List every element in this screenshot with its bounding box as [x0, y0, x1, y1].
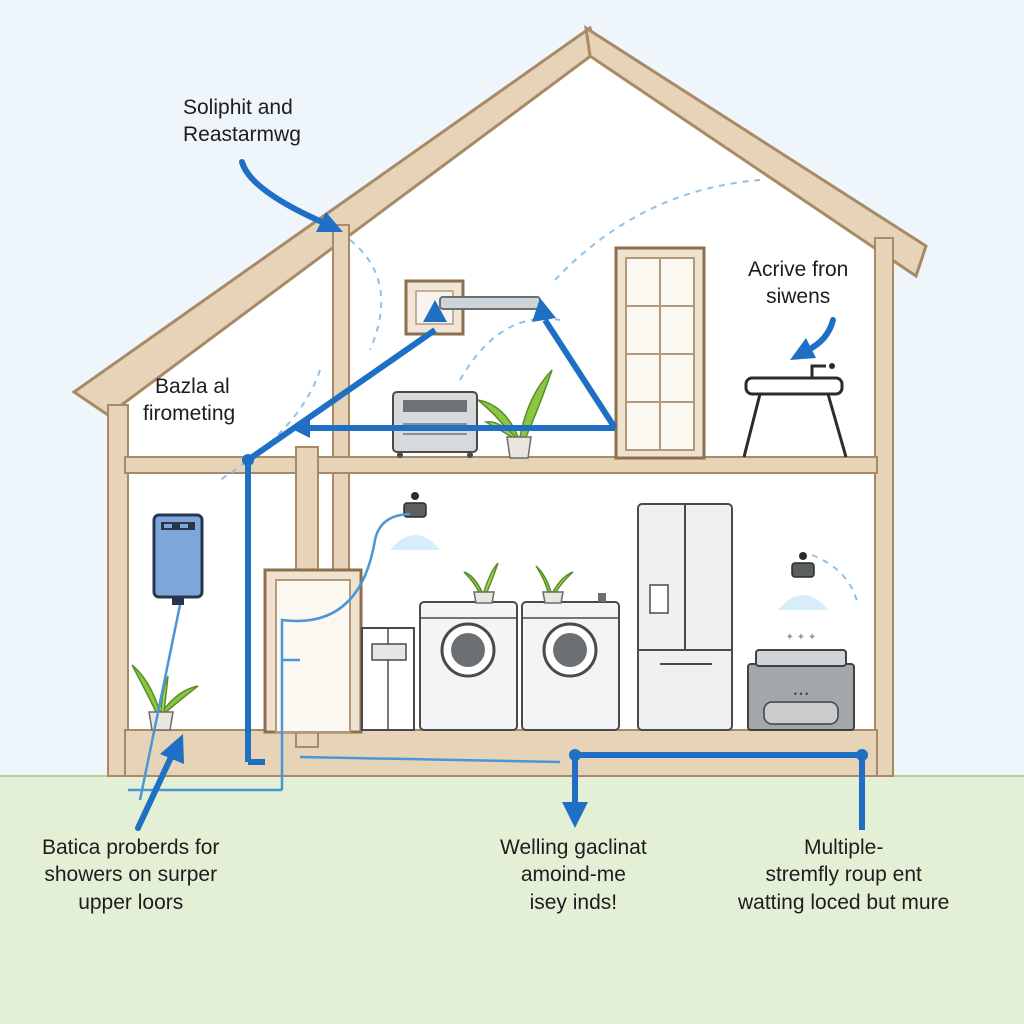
vent-bar	[439, 296, 541, 310]
label-line: siwens	[766, 285, 831, 309]
label-line: Multiple-	[803, 836, 884, 859]
water-pipe-light	[280, 512, 411, 790]
label-line: watting loced but mure	[738, 890, 950, 914]
door-icon	[614, 246, 706, 460]
label-line: isey inds!	[529, 890, 618, 914]
label-line: Welling gaclinat	[500, 836, 647, 859]
callout-arrow	[239, 159, 325, 225]
pipe-arrowhead	[290, 418, 310, 438]
label-line: Batica proberds for	[42, 836, 220, 859]
callout-arrowhead	[316, 212, 343, 232]
label-line: firometing	[143, 402, 236, 426]
callout-arrowhead	[160, 734, 184, 764]
water-pipe-main	[542, 318, 618, 430]
callout-arrow	[805, 317, 836, 353]
airflow-arc	[811, 554, 859, 606]
pipe-arrowhead	[532, 298, 556, 322]
plant-icon	[463, 562, 499, 604]
callout-arrow	[135, 752, 175, 831]
callout-arrowhead	[790, 338, 816, 360]
fridge-icon	[637, 503, 733, 731]
label-line: stremfly roup ent	[765, 863, 922, 887]
hvac-unit-icon	[392, 391, 478, 458]
plant-icon	[535, 565, 574, 604]
sink-icon	[742, 363, 848, 458]
svg-text:✦ ✦ ✦: ✦ ✦ ✦	[786, 632, 817, 643]
pipe-arrowhead	[562, 802, 588, 828]
label-bottom-right: Multiple- stremfly roup ent watting loce…	[738, 834, 949, 916]
supply-line-light	[299, 755, 561, 764]
airflow-arc	[219, 369, 321, 481]
label-top-left: Soliphit and Reastarmwg	[183, 94, 301, 149]
lamp-icon	[390, 492, 440, 550]
water-pipe-light	[138, 604, 182, 801]
label-bottom-left: Batica proberds for showers on surper up…	[42, 834, 219, 916]
label-line: amoind-me	[520, 863, 626, 887]
label-line: Soliphit and	[183, 96, 293, 119]
label-top-right: Acrive fron siwens	[748, 256, 848, 311]
label-bottom-center: Welling gaclinat amoind-me isey inds!	[500, 834, 647, 916]
door-icon	[263, 568, 363, 734]
pipe-joint	[242, 454, 254, 466]
cabinet-icon	[361, 627, 415, 731]
washing-machine-icon	[521, 593, 620, 731]
left-wall-post	[107, 404, 129, 777]
right-wall-post	[874, 237, 894, 777]
label-line: Acrive fron	[748, 258, 849, 281]
ground	[0, 776, 1024, 1024]
airflow-arc	[349, 239, 383, 351]
upper-floor-beam	[124, 456, 878, 474]
label-mid-left: Bazla al firometing	[143, 373, 235, 428]
stove-icon: • • • ✦ ✦ ✦	[747, 632, 855, 731]
roof-right	[584, 24, 928, 279]
label-line: Reastarmwg	[183, 123, 301, 147]
washing-machine-icon	[419, 601, 518, 731]
svg-text:• • •: • • •	[794, 689, 808, 699]
label-line: showers on surper	[44, 863, 218, 887]
lamp-icon	[778, 552, 828, 610]
water-heater-icon	[152, 513, 204, 605]
label-line: Bazla al	[155, 375, 230, 398]
pipe-arrowhead	[423, 300, 447, 322]
label-line: upper loors	[78, 890, 184, 914]
